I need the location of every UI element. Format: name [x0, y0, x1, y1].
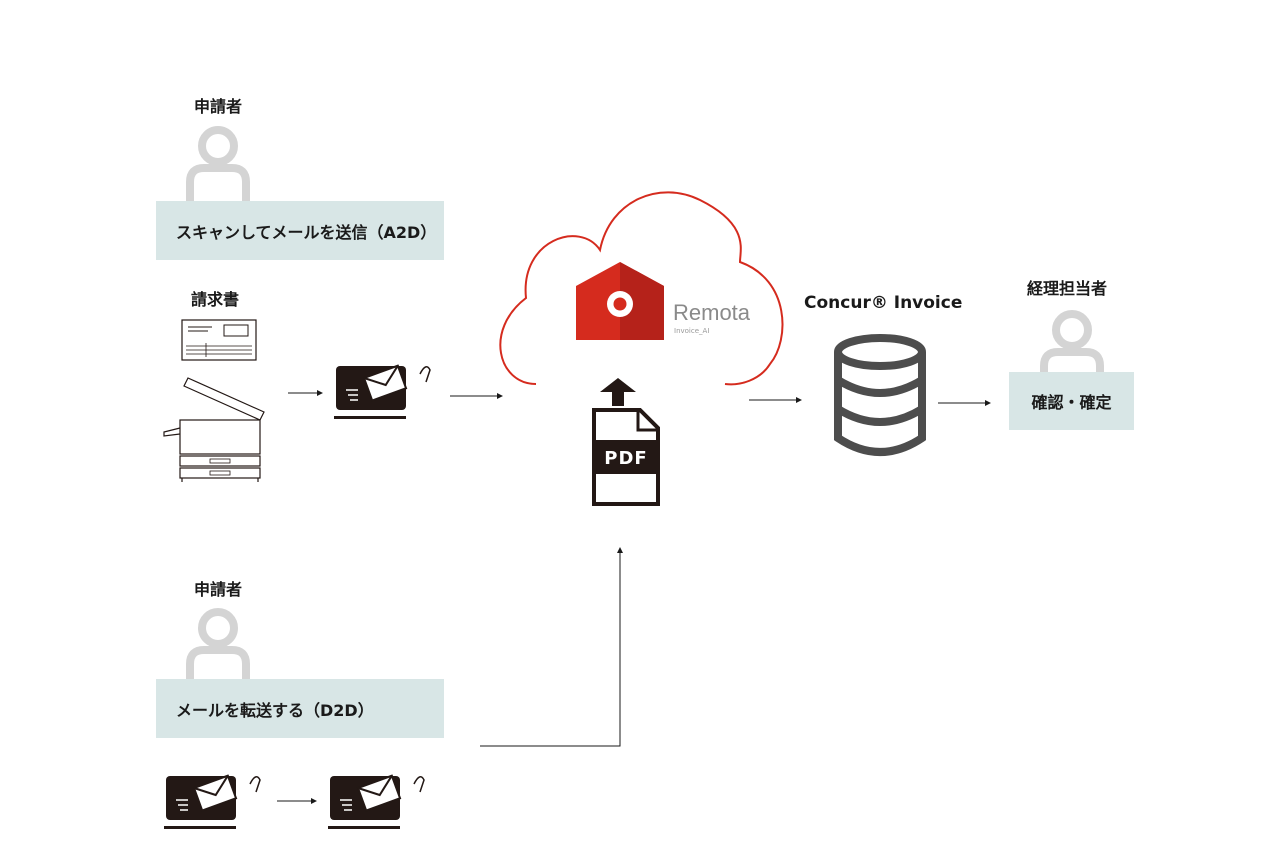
upload-arrow-icon	[600, 378, 636, 406]
applicant-top-person-icon	[190, 130, 246, 206]
reviewer-label: 経理担当者	[1027, 279, 1108, 298]
applicant-bottom-action-label: メールを転送する（D2D）	[176, 700, 374, 720]
mail-computer-icon-bottom-right	[327, 774, 425, 830]
multifunction-printer-icon	[163, 377, 265, 482]
applicant-top-action-box: スキャンしてメールを送信（A2D）	[156, 201, 444, 260]
invoice-label: 請求書	[191, 290, 240, 309]
applicant-top-action-label: スキャンしてメールを送信（A2D）	[176, 222, 437, 242]
remota-logo-icon	[576, 262, 664, 340]
applicant-bottom-label: 申請者	[194, 580, 243, 599]
invoice-document-icon	[181, 319, 257, 361]
mail-computer-icon-bottom-left	[163, 774, 261, 830]
arrow-d2d-to-pdf	[480, 547, 623, 747]
database-icon	[834, 334, 926, 456]
concur-invoice-label: Concur® Invoice	[804, 293, 963, 313]
pdf-file-label: PDF	[604, 448, 647, 469]
reviewer-action-label: 確認・確定	[1031, 393, 1112, 412]
cloud-outline	[499, 191, 784, 386]
pdf-file-icon	[592, 408, 660, 506]
applicant-bottom-action-box: メールを転送する（D2D）	[156, 679, 444, 738]
reviewer-action-box: 確認・確定	[1009, 372, 1134, 430]
remota-brand-subtitle: Invoice_AI	[674, 327, 709, 335]
mail-computer-icon	[333, 364, 431, 420]
applicant-top-label: 申請者	[194, 97, 243, 116]
applicant-bottom-person-icon	[190, 612, 246, 688]
remota-brand-name: Remota	[673, 300, 751, 325]
